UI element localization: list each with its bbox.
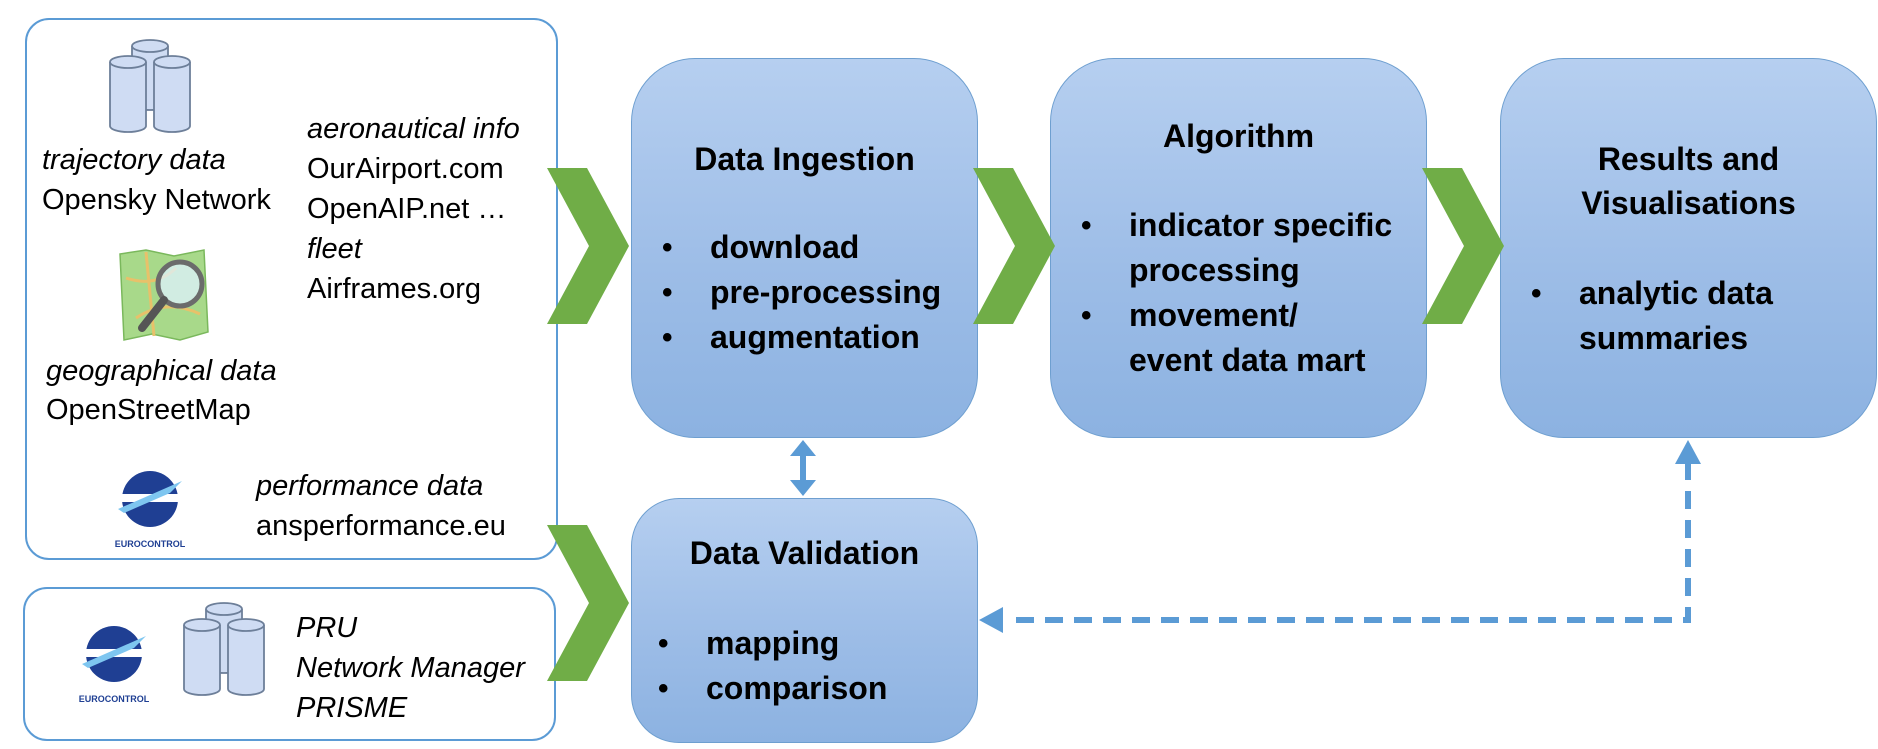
svg-text:EUROCONTROL: EUROCONTROL [79, 694, 150, 704]
ingestion-item: download [662, 225, 941, 270]
feedback-connector-arrow [979, 440, 1701, 633]
database-icon [109, 39, 191, 133]
performance-data-label: performance data [256, 470, 484, 502]
results-title-line2: Visualisations [1581, 185, 1796, 221]
geographical-data-source: OpenStreetMap [46, 394, 251, 426]
validation-item: comparison [658, 666, 887, 711]
database-icon [183, 602, 265, 696]
fleet-source: Airframes.org [307, 273, 482, 305]
chevron-right-icon [1422, 168, 1504, 324]
algorithm-item: movement/ [1081, 293, 1392, 338]
results-title-line1: Results and [1597, 141, 1780, 177]
data-validation-title: Data Validation [689, 535, 920, 571]
geographical-data-label: geographical data [46, 355, 277, 387]
data-ingestion-title: Data Ingestion [694, 141, 915, 177]
validation-item: mapping [658, 621, 887, 666]
svg-text:EUROCONTROL: EUROCONTROL [115, 539, 186, 549]
aeronautical-info-label: aeronautical info [307, 113, 520, 145]
internal-source-pru: PRU [296, 612, 358, 644]
chevron-right-icon [973, 168, 1055, 324]
internal-source-network-manager: Network Manager [296, 652, 525, 684]
results-item-continuation: summaries [1579, 320, 1748, 356]
chevron-right-icon [547, 525, 629, 681]
trajectory-data-source: Opensky Network [42, 184, 271, 216]
map-magnifier-icon [119, 249, 209, 341]
bidirectional-arrow-icon [790, 440, 816, 496]
eurocontrol-logo: EUROCONTROL [79, 626, 150, 704]
algorithm-item-continuation: processing [1129, 252, 1300, 288]
aeronautical-source-2: OpenAIP.net … [307, 193, 507, 225]
aeronautical-source-1: OurAirport.com [307, 153, 504, 185]
chevron-right-icon [547, 168, 629, 324]
trajectory-data-label: trajectory data [42, 144, 226, 176]
algorithm-item-continuation: event data mart [1129, 342, 1366, 378]
algorithm-box: Algorithm indicator specific processing … [1050, 58, 1427, 438]
algorithm-title: Algorithm [1162, 118, 1315, 154]
results-box: Results and Visualisations analytic data… [1500, 58, 1877, 438]
fleet-label: fleet [307, 233, 362, 265]
data-validation-box: Data Validation mapping comparison [631, 498, 978, 743]
algorithm-item: indicator specific [1081, 203, 1392, 248]
data-ingestion-box: Data Ingestion download pre-processing a… [631, 58, 978, 438]
ingestion-item: pre-processing [662, 270, 941, 315]
performance-data-source: ansperformance.eu [256, 510, 506, 542]
results-item: analytic data [1531, 271, 1773, 316]
ingestion-item: augmentation [662, 315, 941, 360]
eurocontrol-logo: EUROCONTROL [115, 471, 186, 549]
internal-source-prisme: PRISME [296, 692, 408, 724]
